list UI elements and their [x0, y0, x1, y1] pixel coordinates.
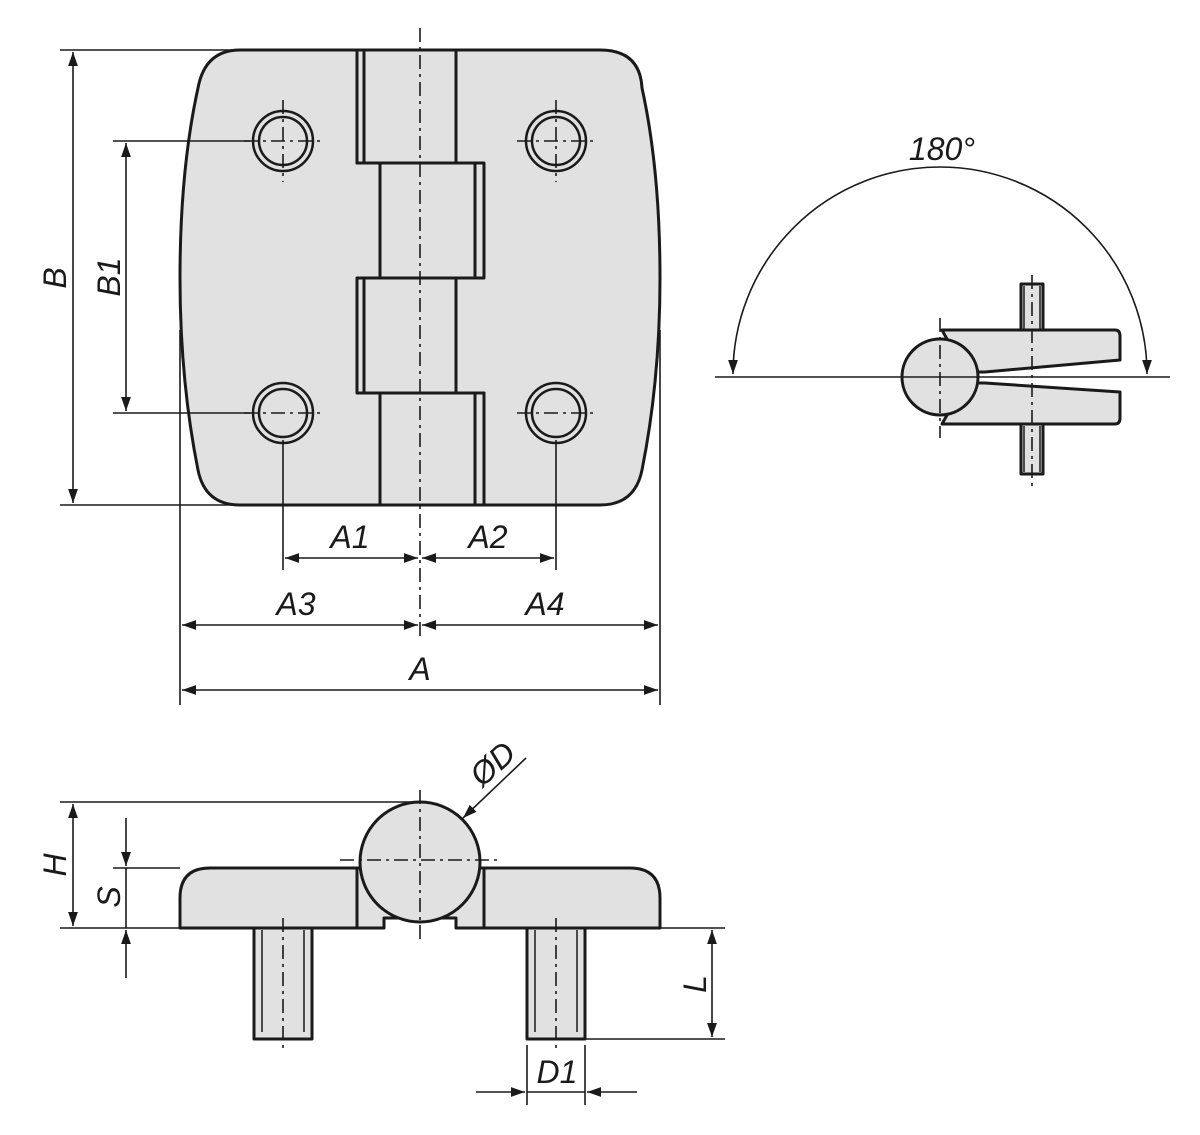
label-a4: A4 — [523, 586, 564, 622]
label-l: L — [677, 975, 713, 993]
label-d1: D1 — [537, 1054, 578, 1090]
knuckle-bottom — [378, 391, 486, 507]
label-h: H — [37, 853, 73, 877]
knuckle-middle-upper — [378, 161, 486, 280]
knuckle-top — [355, 48, 458, 165]
front-view: B B1 A1 A2 A3 A4 A — [37, 28, 662, 705]
open-leaf-upper — [940, 328, 1122, 374]
label-s: S — [91, 886, 127, 907]
knuckle-middle-lower — [355, 276, 458, 395]
label-angle: 180° — [909, 131, 975, 167]
label-a3: A3 — [274, 586, 315, 622]
label-b1: B1 — [91, 257, 127, 296]
right-leaf — [454, 48, 662, 507]
side-view: H S L D1 ØD — [37, 734, 725, 1105]
label-a1: A1 — [328, 519, 369, 555]
opening-angle-view: 180° — [715, 131, 1170, 487]
label-a: A — [407, 651, 430, 687]
label-a2: A2 — [466, 519, 507, 555]
left-leaf — [178, 48, 382, 507]
open-leaf-lower — [940, 381, 1122, 426]
label-b: B — [37, 267, 73, 288]
label-diameter: ØD — [462, 734, 523, 794]
